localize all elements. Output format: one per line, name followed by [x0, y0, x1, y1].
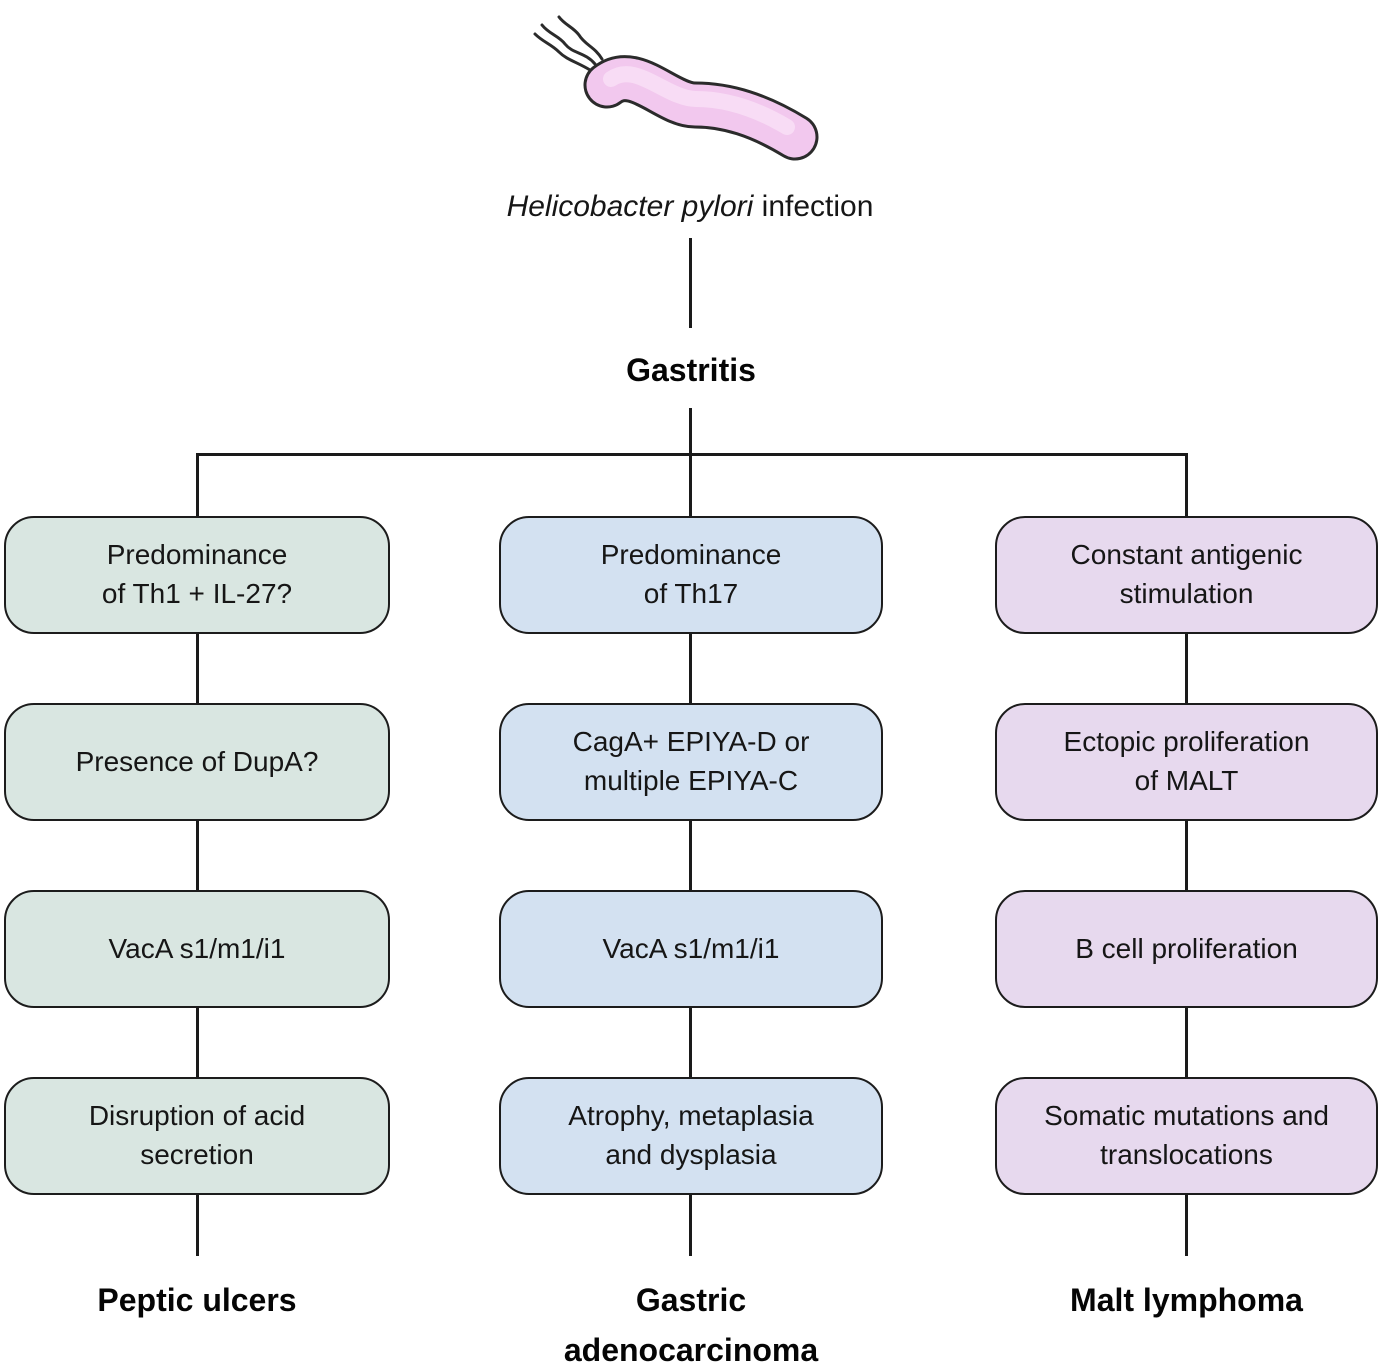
outcome-malt-lymphoma: Malt lymphoma: [1070, 1282, 1303, 1318]
organism-caption-suffix: infection: [753, 190, 874, 223]
node-dupa: Presence of DupA?: [4, 703, 390, 821]
node-somatic-mutations: Somatic mutations and translocations: [995, 1077, 1378, 1195]
node-antigenic-stimulation: Constant antigenic stimulation: [995, 516, 1378, 634]
connector-branch-to-right-col: [1185, 452, 1188, 517]
branch-horizontal-line: [195, 452, 1188, 456]
connector-mid-row2-row3: [688, 820, 692, 891]
node-atrophy-metaplasia: Atrophy, metaplasia and dysplasia: [499, 1077, 883, 1195]
outcome-gastric-adenocarcinoma: Gastric adenocarcinoma: [563, 1282, 819, 1368]
node-caga-epiya: CagA+ EPIYA-D or multiple EPIYA-C: [499, 703, 883, 821]
connector-branch-to-mid-col: [688, 452, 692, 517]
connector-right-to-outcome: [1185, 1194, 1188, 1256]
connector-branch-to-left-col: [195, 452, 199, 517]
organism-caption: Helicobacter pylori infection: [340, 190, 1040, 224]
flagella-icon: [533, 15, 604, 72]
node-th17: Predominance of Th17: [499, 516, 883, 634]
node-vaca-mid: VacA s1/m1/i1: [499, 890, 883, 1008]
connector-left-row3-row4: [195, 1007, 199, 1078]
node-malt-proliferation: Ectopic proliferation of MALT: [995, 703, 1378, 821]
organism-name-italic: Helicobacter pylori: [506, 190, 754, 223]
node-vaca-left: VacA s1/m1/i1: [4, 890, 390, 1008]
connector-mid-to-outcome: [688, 1194, 692, 1256]
connector-gastritis-stem: [688, 408, 692, 455]
root-node-gastritis: Gastritis: [626, 352, 756, 388]
connector-right-row3-row4: [1185, 1007, 1188, 1078]
connector-left-row1-row2: [195, 633, 199, 704]
connector-right-row2-row3: [1185, 820, 1188, 891]
connector-left-row2-row3: [195, 820, 199, 891]
connector-mid-row1-row2: [688, 633, 692, 704]
outcome-peptic-ulcers: Peptic ulcers: [97, 1282, 297, 1318]
node-th1-il27: Predominance of Th1 + IL-27?: [4, 516, 390, 634]
connector-caption-to-gastritis: [688, 238, 692, 328]
node-bcell-proliferation: B cell proliferation: [995, 890, 1378, 1008]
connector-right-row1-row2: [1185, 633, 1188, 704]
bacterium-body-icon: [583, 55, 819, 161]
node-acid-disruption: Disruption of acid secretion: [4, 1077, 390, 1195]
connector-mid-row3-row4: [688, 1007, 692, 1078]
connector-left-to-outcome: [195, 1194, 199, 1256]
h-pylori-bacterium-illustration: [533, 15, 819, 161]
